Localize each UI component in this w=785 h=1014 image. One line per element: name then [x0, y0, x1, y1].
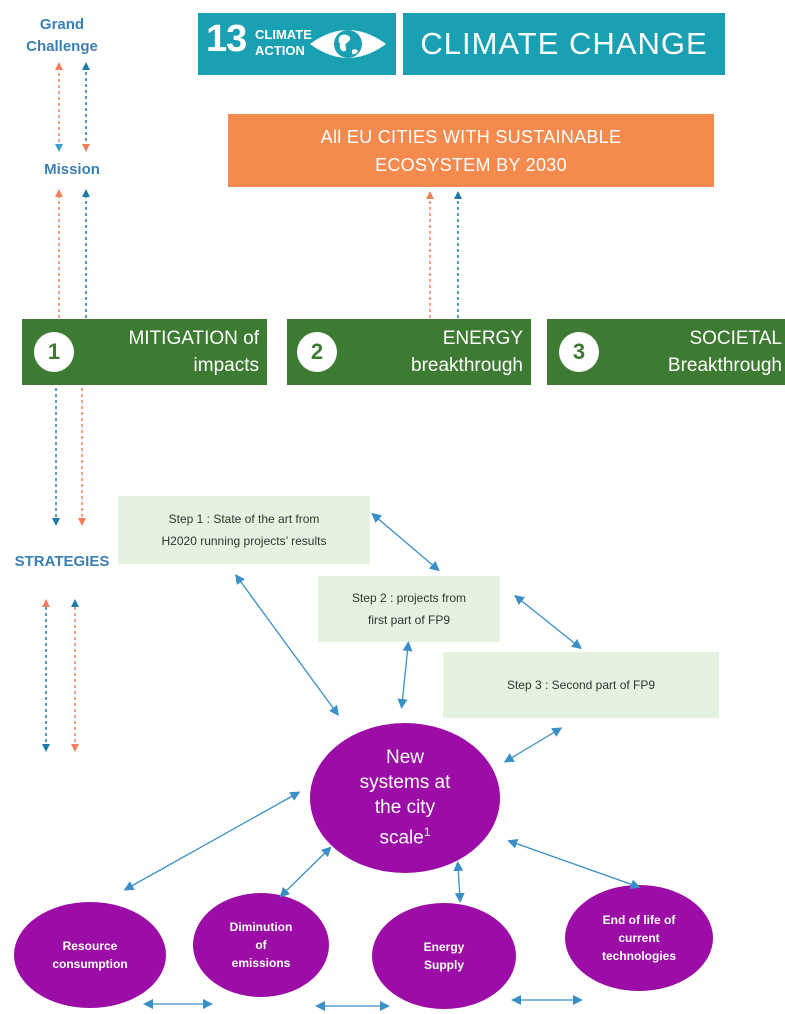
mission-line2: ECOSYSTEM BY 2030	[375, 154, 567, 175]
outcome-4-line2: current	[618, 931, 660, 945]
arrow-center-outcome1	[123, 791, 301, 891]
outcome-end-of-life: End of life of current technologies	[565, 885, 713, 991]
center-line4: scale1	[379, 820, 430, 850]
outcome-resource-consumption: Resource consumption	[14, 902, 166, 1008]
pillar-2-title-line2: breakthrough	[411, 355, 523, 376]
outcome-diminution-emissions: Diminution of emissions	[193, 893, 329, 997]
level-mission: Mission	[44, 161, 100, 178]
outcome-4-line3: technologies	[601, 949, 676, 963]
outcome-3-line2: Supply	[423, 958, 464, 972]
pillar-1-title-line2: impacts	[193, 355, 259, 376]
pillar-3-title: SOCIETAL Breakthrough	[668, 325, 782, 379]
arrow-step2-step3	[514, 594, 582, 650]
level-grand-challenge-line1: Grand	[39, 16, 85, 33]
step-3-line1: Step 3 : Second part of FP9	[506, 678, 656, 692]
outcome-4-line1: End of life of	[602, 913, 676, 927]
outcome-2-line2: of	[255, 938, 267, 952]
center-line1: New	[385, 747, 424, 769]
arrow-step1-step2	[371, 512, 440, 572]
outcome-1-line2: consumption	[52, 957, 128, 971]
step-1-line2: H2020 running projects’ results	[161, 534, 327, 548]
arrow-step1-center	[235, 573, 339, 717]
outcome-1-line1: Resource	[62, 939, 118, 953]
step-1-box: Step 1 : State of the art from H2020 run…	[118, 496, 370, 564]
pillar-3-number: 3	[559, 332, 599, 372]
sdg-label-line1: CLIMATE	[255, 27, 312, 42]
center-line4-text: scale	[379, 827, 424, 849]
arrow-center-outcome4	[507, 838, 641, 890]
pillar-3-title-line1: SOCIETAL	[689, 328, 782, 349]
sdg-number: 13	[206, 18, 247, 60]
center-superscript: 1	[423, 825, 431, 840]
outcome-2-line3: emissions	[231, 956, 291, 970]
step-3-box: Step 3 : Second part of FP9	[443, 652, 719, 718]
pillar-2-title: ENERGY breakthrough	[411, 325, 523, 379]
sdg-13-badge: 13 CLIMATE ACTION	[198, 13, 396, 75]
eye-globe-icon	[310, 30, 386, 58]
arrow-step2-center	[397, 641, 413, 709]
level-strategies: STRATEGIES	[14, 553, 110, 570]
outcome-3-line1: Energy	[423, 940, 465, 954]
step-2-line1: Step 2 : projects from	[351, 591, 467, 605]
pillar-3: 3 SOCIETAL Breakthrough	[547, 319, 785, 385]
pillar-1: 1 MITIGATION of impacts	[22, 319, 267, 385]
pillar-1-number: 1	[34, 332, 74, 372]
pillar-2-number: 2	[297, 332, 337, 372]
level-grand-challenge: Grand Challenge	[22, 14, 102, 58]
outcome-energy-supply: Energy Supply	[372, 903, 516, 1009]
grand-challenge-box: CLIMATE CHANGE	[403, 13, 725, 75]
arrow-center-outcome3	[453, 861, 465, 903]
center-node: New systems at the city scale1	[310, 723, 500, 873]
outcome-2-line1: Diminution	[229, 920, 293, 934]
sdg-label: CLIMATE ACTION	[255, 27, 312, 59]
mission-line1: All EU CITIES WITH SUSTAINABLE	[320, 126, 622, 147]
arrow-center-outcome2	[279, 846, 332, 898]
pillar-3-title-line2: Breakthrough	[667, 355, 782, 376]
center-line2: systems at	[359, 772, 451, 794]
pillar-1-title-line1: MITIGATION of	[128, 328, 259, 349]
pillar-1-title: MITIGATION of impacts	[128, 325, 259, 379]
mission-box: All EU CITIES WITH SUSTAINABLE ECOSYSTEM…	[228, 114, 714, 187]
step-2-box: Step 2 : projects from first part of FP9	[318, 576, 500, 642]
pillar-2: 2 ENERGY breakthrough	[287, 319, 531, 385]
sdg-label-line2: ACTION	[255, 43, 305, 58]
step-2-line2: first part of FP9	[367, 613, 451, 627]
pillar-2-title-line1: ENERGY	[442, 328, 523, 349]
center-line3: the city	[374, 797, 436, 819]
step-1-line1: Step 1 : State of the art from	[168, 512, 320, 526]
arrow-step3-center	[503, 727, 563, 763]
level-grand-challenge-line2: Challenge	[26, 38, 98, 55]
